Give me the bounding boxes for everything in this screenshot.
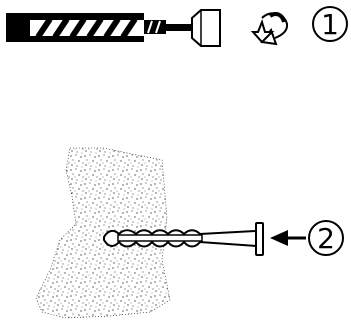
screw-head-icon: [191, 9, 221, 47]
step-1-number: 1: [321, 8, 339, 41]
wall-anchor-icon: [103, 222, 264, 256]
rotate-arrow-icon: [250, 12, 289, 46]
insert-arrow-icon: [270, 230, 306, 246]
step-2-number: 2: [317, 222, 335, 255]
bolt-thread-icon: [35, 17, 138, 39]
wall-section: [35, 147, 171, 319]
step-2-badge: 2: [308, 220, 344, 256]
screw-assembly: [6, 9, 221, 47]
step-1-badge: 1: [312, 6, 348, 42]
